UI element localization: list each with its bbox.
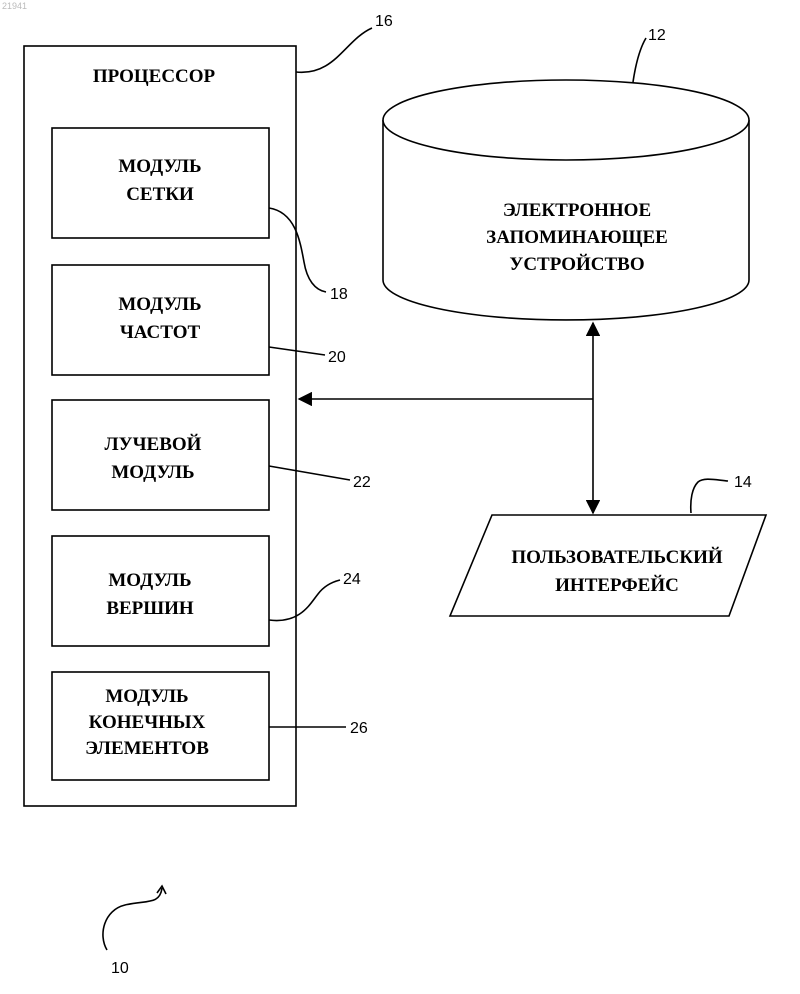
module-ray-ref: 22	[353, 474, 371, 491]
user-interface-line-1: ПОЛЬЗОВАТЕЛЬСКИЙ	[511, 546, 723, 568]
user-interface-leader-line	[691, 479, 728, 513]
module-vertex-ref: 24	[343, 571, 361, 588]
module-vertex: МОДУЛЬ ВЕРШИН 24	[52, 536, 361, 646]
module-mesh-line-2: СЕТКИ	[126, 184, 194, 205]
module-ray: ЛУЧЕВОЙ МОДУЛЬ 22	[52, 400, 371, 510]
module-mesh-ref: 18	[330, 286, 348, 303]
module-ray-line-1: ЛУЧЕВОЙ	[105, 433, 202, 455]
module-finite-element-line-1: МОДУЛЬ	[105, 686, 188, 707]
module-vertex-box	[52, 536, 269, 646]
module-finite-element-ref: 26	[350, 720, 368, 737]
processor-title: ПРОЦЕССОР	[93, 66, 216, 87]
storage-line-1: ЭЛЕКТРОННОЕ	[503, 200, 651, 221]
module-finite-element-line-3: ЭЛЕМЕНТОВ	[85, 738, 209, 759]
module-finite-element: МОДУЛЬ КОНЕЧНЫХ ЭЛЕМЕНТОВ 26	[52, 672, 368, 780]
module-frequency-line-1: МОДУЛЬ	[118, 294, 201, 315]
processor-ref: 16	[375, 13, 393, 30]
module-vertex-line-2: ВЕРШИН	[106, 598, 194, 619]
storage-line-3: УСТРОЙСТВО	[509, 253, 644, 275]
storage-leader-line	[633, 38, 646, 82]
module-frequency: МОДУЛЬ ЧАСТОТ 20	[52, 265, 346, 375]
storage-line-2: ЗАПОМИНАЮЩЕЕ	[486, 227, 668, 248]
system-ref: 10	[111, 960, 129, 977]
module-vertex-line-1: МОДУЛЬ	[108, 570, 191, 591]
module-frequency-line-2: ЧАСТОТ	[120, 322, 201, 343]
module-ray-line-2: МОДУЛЬ	[111, 462, 194, 483]
page-id: 21941	[2, 1, 27, 11]
module-frequency-ref: 20	[328, 349, 346, 366]
user-interface: ПОЛЬЗОВАТЕЛЬСКИЙ ИНТЕРФЕЙС 14	[450, 474, 766, 616]
storage-ref: 12	[648, 27, 666, 44]
system-leader-line	[103, 888, 162, 950]
user-interface-ref: 14	[734, 474, 752, 491]
storage-device: ЭЛЕКТРОННОЕ ЗАПОМИНАЮЩЕЕ УСТРОЙСТВО 12	[383, 27, 749, 320]
processor-leader-line	[296, 28, 372, 72]
module-frequency-box	[52, 265, 269, 375]
storage-cylinder-top	[383, 80, 749, 160]
module-mesh-line-1: МОДУЛЬ	[118, 156, 201, 177]
module-finite-element-line-2: КОНЕЧНЫХ	[89, 712, 206, 733]
user-interface-line-2: ИНТЕРФЕЙС	[555, 574, 679, 596]
module-mesh-box	[52, 128, 269, 238]
module-ray-box	[52, 400, 269, 510]
